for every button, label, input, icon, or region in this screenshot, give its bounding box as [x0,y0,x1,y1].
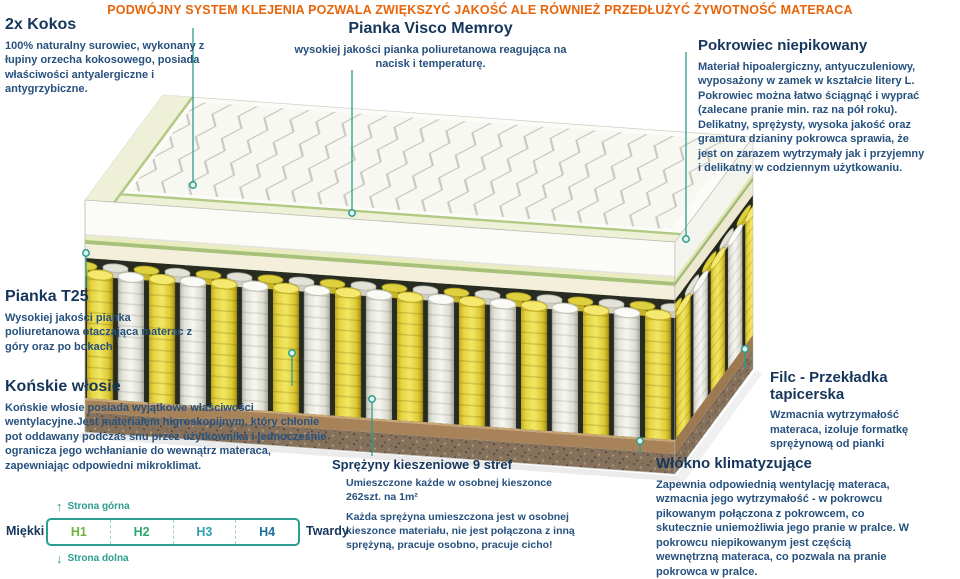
callout-wlosie-title: Końskie włosie [5,378,337,396]
firmness-level-h3: H3 [173,520,236,544]
bottom-side-label: Strona dolna [68,553,129,564]
callout-pokrowiec-body: Materiał hipoalergiczny, antyuczuleniowy… [698,60,926,176]
callout-filc-title: Filc - Przekładka tapicerska [770,370,952,403]
bottom-side-note: ↓ Strona dolna [56,552,129,565]
arrow-up-icon: ↑ [56,500,63,513]
callout-kokos-body: 100% naturalny surowiec, wykonany z łupi… [5,39,205,97]
callout-visco-body: wysokiej jakości pianka poliuretanowa re… [278,43,583,72]
firmness-level-h2: H2 [110,520,173,544]
firmness-level-h4: H4 [235,520,298,544]
callout-visco-title: Pianka Visco Memroy [278,20,583,38]
callout-wlosie: Końskie włosie Końskie włosie posiada wy… [5,378,337,473]
top-side-label: Strona górna [68,501,130,512]
callout-kokos: 2x Kokos 100% naturalny surowiec, wykona… [5,16,205,97]
callout-wlokno-title: Włókno klimatyzujące [656,456,910,473]
callout-wlokno: Włókno klimatyzujące Zapewnia odpowiedni… [656,456,910,579]
soft-label: Miękki [6,524,44,538]
callout-t25-title: Pianka T25 [5,288,205,306]
firmness-level-h1: H1 [48,520,110,544]
callout-kokos-title: 2x Kokos [5,16,205,34]
callout-wlosie-body: Końskie włosie posiada wyjątkowe właściw… [5,401,337,474]
callout-sprezyny-body-1: Umieszczone każde w osobnej kieszonce 26… [346,477,588,505]
top-banner: PODWÓJNY SYSTEM KLEJENIA POZWALA ZWIĘKSZ… [0,3,960,17]
top-side-note: ↑ Strona górna [56,500,130,513]
callout-visco: Pianka Visco Memroy wysokiej jakości pia… [278,20,583,72]
hard-label: Twardy [306,524,349,538]
callout-wlokno-body: Zapewnia odpowiednią wentylację materaca… [656,478,910,579]
arrow-down-icon: ↓ [56,552,63,565]
callout-sprezyny-body-2: Każda sprężyna umieszczona jest w osobne… [346,511,588,553]
callout-filc: Filc - Przekładka tapicerska Wzmacnia wy… [770,370,952,452]
callout-t25: Pianka T25 Wysokiej jakości pianka poliu… [5,288,205,354]
callout-t25-body: Wysokiej jakości pianka poliuretanowa ot… [5,311,205,355]
callout-pokrowiec-title: Pokrowiec niepikowany [698,38,926,55]
callout-pokrowiec: Pokrowiec niepikowany Materiał hipoalerg… [698,38,926,176]
callout-sprezyny: Sprężyny kieszeniowe 9 stref Umieszczone… [332,458,588,559]
firmness-scale: H1 H2 H3 H4 [46,518,300,546]
callout-sprezyny-title: Sprężyny kieszeniowe 9 stref [332,458,588,472]
callout-filc-body: Wzmacnia wytrzymałość materaca, izoluje … [770,408,952,452]
